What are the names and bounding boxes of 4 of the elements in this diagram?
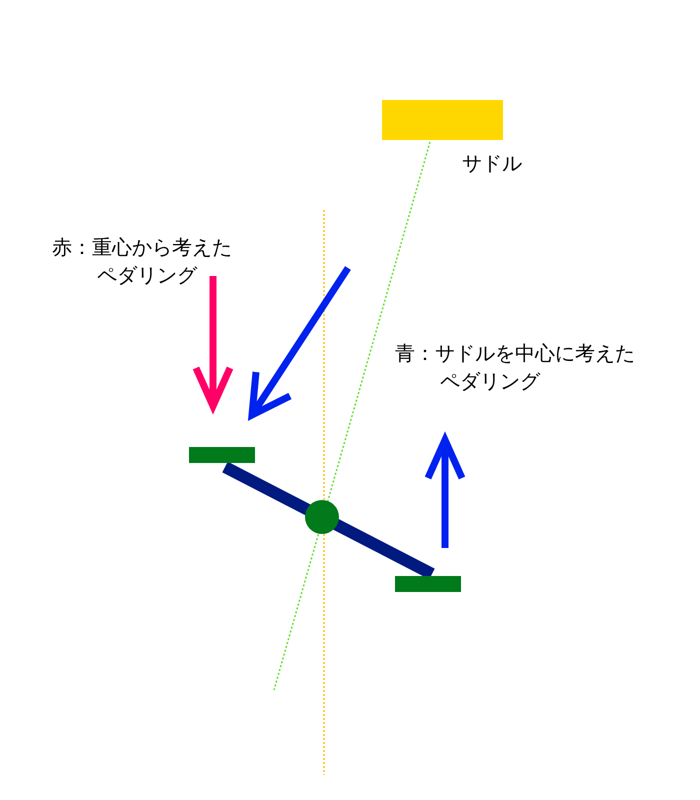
saddle-block bbox=[382, 100, 503, 140]
caption-note: 青：サドルを中心に考えたペダリング bbox=[395, 340, 636, 395]
caption-note: 赤：重心から考えたペダリング bbox=[52, 234, 233, 289]
part-label: サドル bbox=[462, 150, 522, 177]
